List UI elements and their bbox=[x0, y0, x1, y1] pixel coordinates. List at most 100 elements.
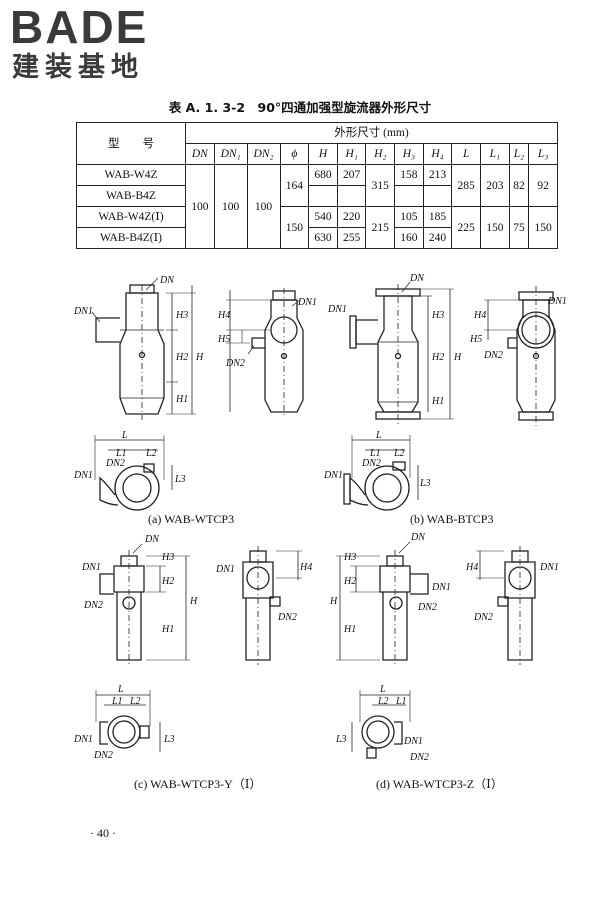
label-h1: H1 bbox=[175, 394, 188, 405]
label-dn1: DN1 bbox=[547, 296, 567, 307]
label-dn2: DN2 bbox=[483, 350, 503, 361]
model-header: 型 号 bbox=[76, 122, 186, 165]
label-h2: H2 bbox=[431, 352, 444, 363]
h4-cell: 213 bbox=[422, 164, 453, 186]
label-dn1: DN1 bbox=[327, 304, 347, 315]
phi-cell: 150 bbox=[279, 206, 310, 249]
label-l2: L2 bbox=[145, 448, 157, 459]
h1-cell: 255 bbox=[336, 227, 367, 249]
figure-caption-b: (b) WAB-BTCP3 bbox=[410, 512, 494, 526]
table-row: WAB-W4Z 100 100 100 164 680 207 315 158 … bbox=[76, 164, 558, 249]
label-dn2: DN2 bbox=[105, 458, 125, 469]
label-l: L bbox=[117, 684, 124, 695]
label-l: L bbox=[121, 430, 128, 441]
col-header: DN₁ bbox=[213, 143, 248, 165]
label-dn1: DN1 bbox=[81, 562, 101, 573]
label-l1: L1 bbox=[115, 448, 127, 459]
label-h3: H3 bbox=[343, 552, 356, 563]
figure-caption-a: (a) WAB-WTCP3 bbox=[148, 512, 235, 526]
h3-cell: 160 bbox=[394, 227, 424, 249]
drawing-d-side bbox=[476, 546, 536, 665]
label-dn2: DN2 bbox=[409, 752, 429, 763]
label-l3: L3 bbox=[163, 734, 175, 745]
drawing-b-front bbox=[349, 281, 454, 424]
label-dn2: DN2 bbox=[277, 612, 297, 623]
label-l: L bbox=[379, 684, 386, 695]
label-h: H bbox=[453, 352, 462, 363]
h-cell: 630 bbox=[308, 227, 338, 249]
label-h4: H4 bbox=[465, 562, 478, 573]
drawing-b-plan bbox=[343, 435, 419, 511]
label-dn2: DN2 bbox=[361, 458, 381, 469]
label-l2: L2 bbox=[377, 696, 389, 707]
dimension-labels: DN DN1 H3 H2 H H1 DN1 H4 H5 DN2 L L1 L2 … bbox=[73, 273, 567, 763]
table-row: WAB-B4Z(Ⅰ) 630 255 160 240 bbox=[76, 227, 558, 249]
label-l: L bbox=[375, 430, 382, 441]
label-l3: L3 bbox=[335, 734, 347, 745]
label-l1: L1 bbox=[111, 696, 123, 707]
label-h5: H5 bbox=[217, 334, 230, 345]
label-h1: H1 bbox=[431, 396, 444, 407]
label-dn1: DN1 bbox=[73, 734, 93, 745]
label-l2: L2 bbox=[129, 696, 141, 707]
dn1-cell: 100 bbox=[213, 164, 248, 249]
h2-cell: 215 bbox=[365, 206, 396, 249]
label-l3: L3 bbox=[174, 474, 186, 485]
brand-logo: BADE 建装基地 bbox=[10, 2, 180, 87]
h4-cell: 240 bbox=[422, 227, 453, 249]
drawing-a-plan bbox=[94, 435, 173, 511]
label-dn: DN bbox=[409, 273, 425, 284]
label-dn1: DN1 bbox=[73, 306, 93, 317]
logo-brand-text: BADE bbox=[10, 1, 149, 53]
label-dn2: DN2 bbox=[417, 602, 437, 613]
label-dn: DN bbox=[410, 532, 426, 543]
drawing-d-front bbox=[336, 541, 429, 665]
label-h: H bbox=[189, 596, 198, 607]
h-cell: 540 bbox=[308, 206, 338, 228]
drawing-d-plan bbox=[351, 690, 411, 759]
label-h: H bbox=[195, 352, 204, 363]
page-number: · 40 · bbox=[90, 826, 116, 840]
label-h3: H3 bbox=[161, 552, 174, 563]
drawing-c-side bbox=[242, 546, 302, 665]
label-h5: H5 bbox=[469, 334, 482, 345]
drawing-c-plan bbox=[95, 690, 161, 752]
figure-caption-c: (c) WAB-WTCP3-Y（Ⅰ） bbox=[134, 777, 262, 791]
dn2-cell: 100 bbox=[246, 164, 281, 249]
phi-cell: 164 bbox=[279, 164, 310, 207]
label-dn2: DN2 bbox=[225, 358, 245, 369]
label-dn1: DN1 bbox=[297, 297, 317, 308]
label-l1: L1 bbox=[369, 448, 381, 459]
label-l2: L2 bbox=[393, 448, 405, 459]
logo-brand-cn-text: 建装基地 bbox=[12, 52, 144, 83]
label-dn1: DN1 bbox=[539, 562, 559, 573]
drawing-b-side bbox=[484, 286, 556, 426]
column-header-row: DN DN₁ DN₂ ϕ H H₁ H₂ H₃ H₄ L L₁ L₂ L₃ bbox=[77, 143, 558, 165]
label-h2: H2 bbox=[161, 576, 174, 587]
l-cell: 285 bbox=[451, 164, 481, 207]
drawing-a-front bbox=[91, 277, 196, 420]
label-h4: H4 bbox=[299, 562, 312, 573]
label-dn1: DN1 bbox=[403, 736, 423, 747]
label-l3: L3 bbox=[419, 478, 431, 489]
table-caption: 表 A. 1. 3-2 90°四通加强型旋流器外形尺寸 bbox=[168, 100, 432, 115]
label-dn1: DN1 bbox=[73, 470, 93, 481]
label-dn2: DN2 bbox=[83, 600, 103, 611]
label-l1: L1 bbox=[395, 696, 407, 707]
label-h3: H3 bbox=[431, 310, 444, 321]
label-dn: DN bbox=[144, 534, 160, 545]
h1-cell: 220 bbox=[336, 206, 367, 228]
label-dn1: DN1 bbox=[431, 582, 451, 593]
label-h: H bbox=[329, 596, 338, 607]
l1-cell: 150 bbox=[480, 206, 510, 249]
label-dn1: DN1 bbox=[215, 564, 235, 575]
label-dn1: DN1 bbox=[323, 470, 343, 481]
label-h2: H2 bbox=[343, 576, 356, 587]
table-row: WAB-W4Z(Ⅰ) 150 540 220 215 105 185 225 1… bbox=[76, 206, 558, 249]
model-cell: WAB-B4Z(Ⅰ) bbox=[76, 227, 186, 249]
l3-cell: 150 bbox=[528, 206, 558, 249]
l1-cell: 203 bbox=[480, 164, 510, 207]
h1-cell: 207 bbox=[336, 164, 367, 186]
table-row: WAB-B4Z bbox=[76, 185, 558, 207]
